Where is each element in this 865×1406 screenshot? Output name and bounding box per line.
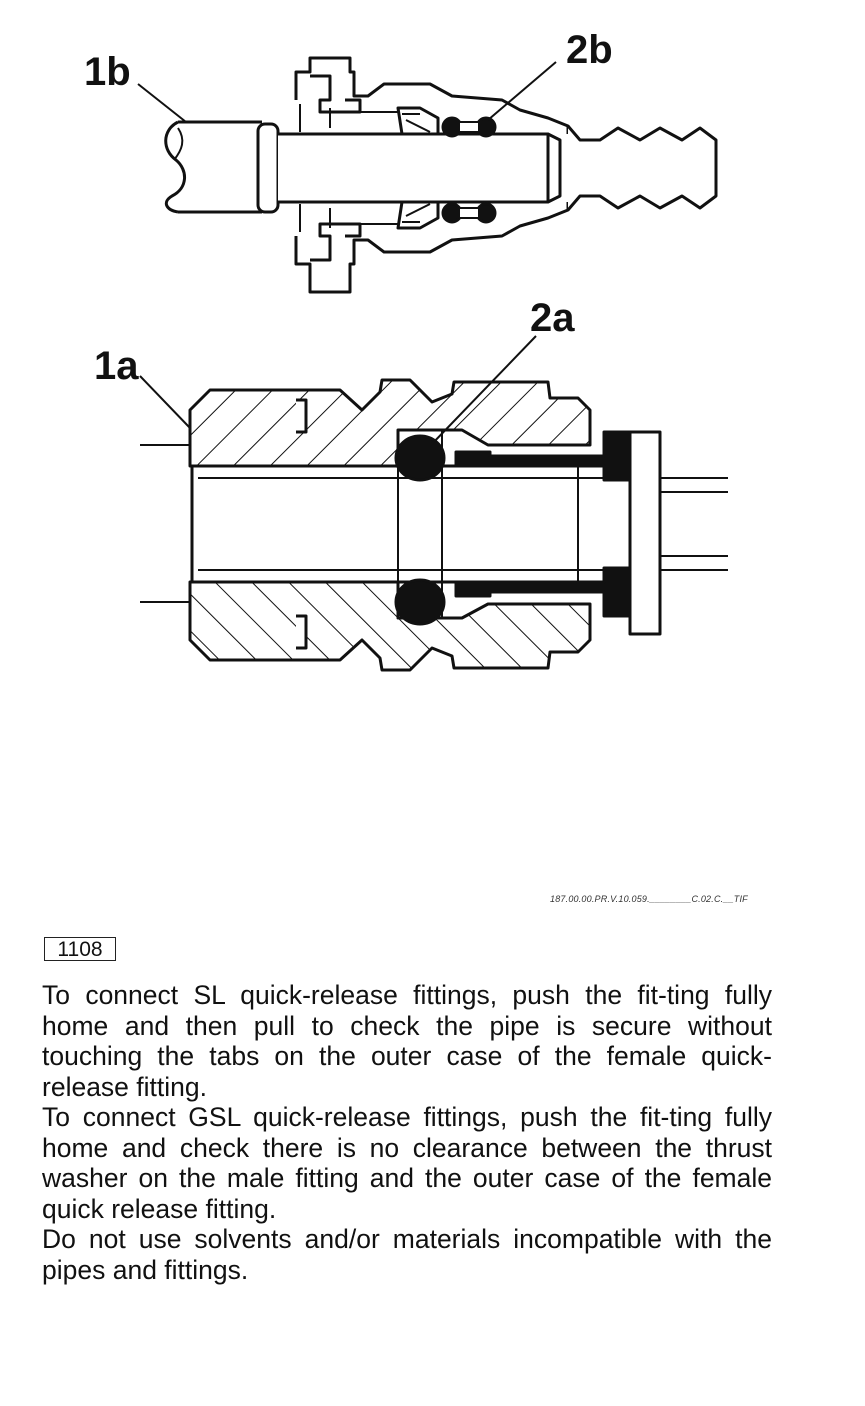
body-lower-section	[188, 580, 592, 672]
body-upper-section	[188, 378, 592, 468]
gsl-fitting-drawing	[139, 335, 728, 672]
leader-2a	[429, 335, 537, 447]
o-rings-2b	[441, 116, 497, 224]
fitting-diagram	[137, 56, 728, 672]
callout-1b: 1b	[84, 50, 131, 94]
leader-1b	[137, 83, 187, 123]
instruction-paragraph-gsl: To connect GSL quick-release fittings, p…	[42, 1102, 772, 1224]
callout-2b: 2b	[566, 28, 613, 72]
image-file-reference: 187.00.00.PR.V.10.059.________C.02.C.__T…	[550, 894, 748, 904]
outer-case-upper	[294, 56, 570, 134]
sl-fitting-drawing	[137, 56, 718, 294]
male-stem	[278, 132, 550, 204]
hose-barb	[566, 125, 718, 211]
outer-case-lower	[294, 202, 570, 294]
instruction-text: To connect SL quick-release fittings, pu…	[42, 980, 772, 1285]
callout-1a: 1a	[94, 344, 139, 388]
leader-1a	[139, 375, 191, 429]
thrust-washer-flange	[628, 430, 662, 636]
leader-2b	[487, 61, 557, 121]
instruction-paragraph-sl: To connect SL quick-release fittings, pu…	[42, 980, 772, 1102]
pipe-1b	[164, 120, 262, 214]
instruction-paragraph-solvents: Do not use solvents and/or materials inc…	[42, 1224, 772, 1285]
figure-number-box: 1108	[44, 937, 116, 961]
pipe-collar-ring	[256, 122, 280, 214]
callout-2a: 2a	[530, 296, 575, 340]
o-rings-2a	[394, 434, 446, 626]
